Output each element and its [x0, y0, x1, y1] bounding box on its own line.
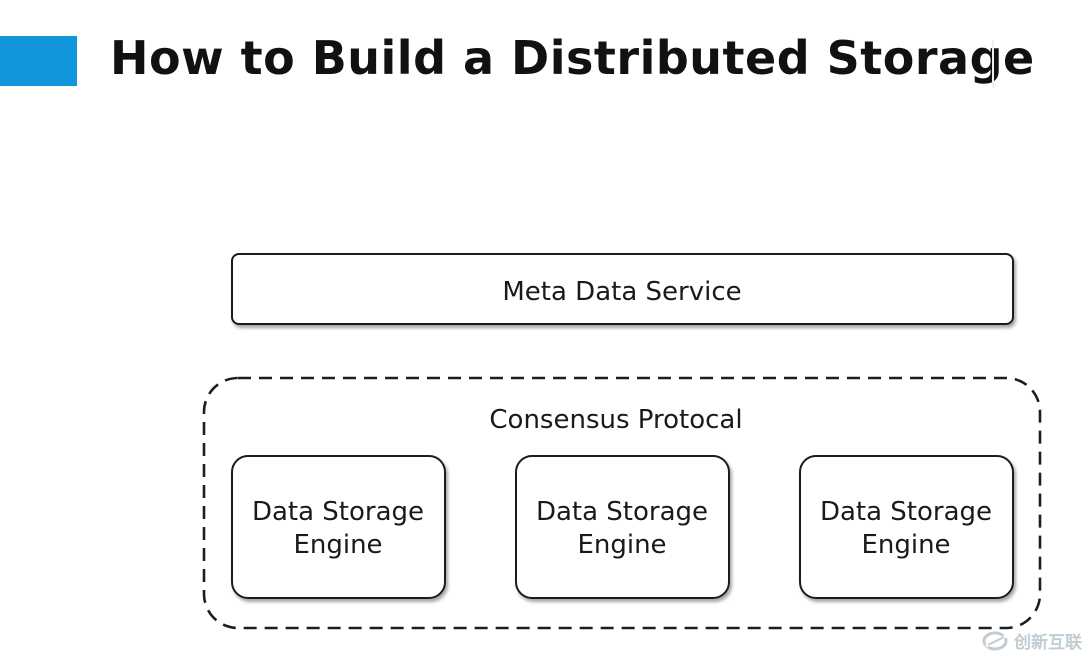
title-accent-bar [0, 36, 77, 86]
meta-data-service-label: Meta Data Service [502, 277, 741, 307]
consensus-protocol-label: Consensus Protocal [489, 405, 742, 435]
watermark: 创新互联 [982, 628, 1082, 653]
meta-data-service-box: Meta Data Service [231, 253, 1014, 325]
engine-label-line2: Engine [577, 530, 666, 560]
consensus-protocol-container: Consensus Protocal [202, 376, 1042, 630]
engine-label-line2: Engine [861, 530, 950, 560]
watermark-text: 创新互联 [1014, 633, 1082, 653]
engine-label-line1: Data Storage [820, 497, 992, 527]
brand-logo-icon [982, 631, 1008, 650]
engine-label-line2: Engine [293, 530, 382, 560]
data-storage-engine-3: Data Storage Engine [799, 455, 1014, 599]
data-storage-engine-1: Data Storage Engine [231, 455, 446, 599]
title-end-mark [992, 40, 994, 88]
engine-label-line1: Data Storage [252, 497, 424, 527]
data-storage-engine-2: Data Storage Engine [515, 455, 730, 599]
engine-label-line1: Data Storage [536, 497, 708, 527]
page-title: How to Build a Distributed Storage [110, 31, 1035, 85]
